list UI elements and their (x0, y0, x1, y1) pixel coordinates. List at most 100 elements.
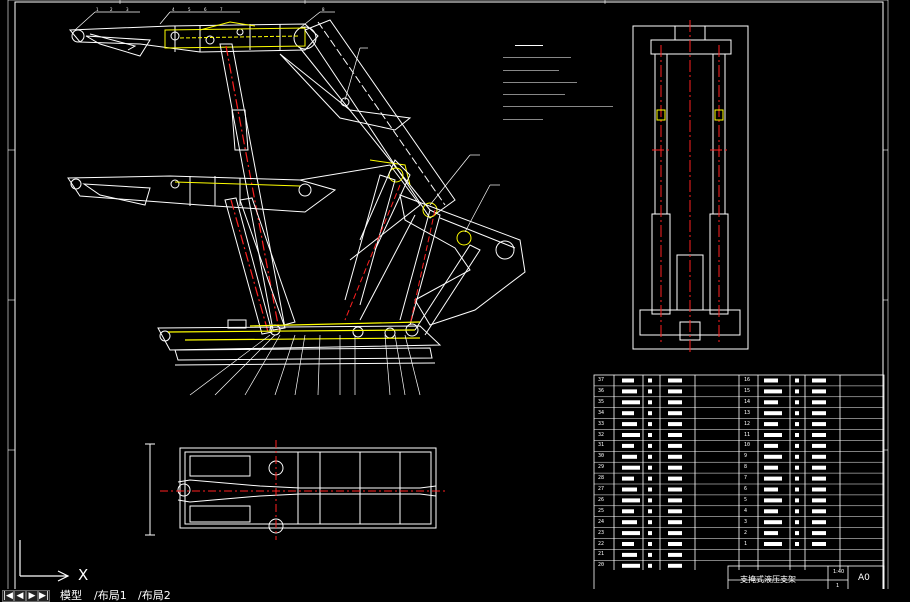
bom-cell-glyph (795, 454, 799, 459)
bom-cell-glyph (764, 509, 778, 514)
bom-cell-glyph (622, 509, 634, 514)
first-tab-icon[interactable]: |◀ (2, 590, 14, 602)
bom-cell-glyph (648, 422, 652, 427)
bom-item-number: 27 (598, 486, 605, 492)
balloon-6: 6 (204, 7, 207, 12)
bom-item-number: 37 (598, 377, 605, 383)
bom-item-number: 31 (598, 442, 605, 449)
bom-cell-glyph (622, 552, 637, 557)
bom-cell-glyph (648, 563, 652, 568)
bom-item-number: 8 (744, 464, 748, 471)
bom-cell-glyph (668, 465, 682, 470)
bom-cell-glyph (764, 422, 778, 427)
bom-cell-glyph (764, 476, 782, 481)
bom-item-number: 11 (744, 431, 751, 438)
bom-cell-glyph (764, 542, 782, 546)
bom-cell-glyph (795, 476, 799, 481)
bom-item-number: 5 (744, 496, 748, 503)
bom-item-number: 16 (744, 377, 751, 383)
bom-cell-glyph (668, 531, 682, 536)
bom-cell-glyph (795, 411, 799, 416)
bom-item-number: 13 (744, 409, 751, 416)
prev-tab-icon[interactable]: ◀ (14, 590, 26, 602)
bom-cell-glyph (812, 433, 826, 437)
bom-cell-glyph (648, 498, 652, 503)
bom-cell-glyph (622, 498, 640, 503)
bom-cell-glyph (764, 454, 782, 459)
bom-item-number: 22 (598, 540, 605, 547)
bom-cell-glyph (622, 465, 640, 470)
bom-cell-glyph (812, 389, 826, 394)
sheet-number: 1 (836, 583, 840, 589)
bom-cell-glyph (812, 443, 826, 448)
ucs-x-label: X (78, 566, 89, 584)
bom-cell-glyph (648, 542, 652, 546)
bom-item-number: 14 (744, 398, 751, 405)
bom-cell-glyph (812, 378, 826, 383)
tab-layout1[interactable]: /布局1 (94, 589, 127, 602)
bom-cell-glyph (764, 443, 778, 448)
plan-view (145, 443, 437, 536)
bom-cell-glyph (648, 476, 652, 481)
bom-item-number: 33 (598, 420, 605, 427)
bom-item-number: 36 (598, 387, 605, 394)
bom-cell-glyph (648, 411, 652, 416)
bom-cell-glyph (795, 389, 799, 394)
bom-cell-glyph (668, 563, 682, 568)
bom-cell-glyph (622, 454, 637, 459)
bom-cell-glyph (622, 422, 637, 427)
bom-cell-glyph (668, 422, 682, 427)
bom-item-number: 30 (598, 453, 605, 460)
bom-cell-glyph (622, 389, 637, 394)
bom-cell-glyph (648, 531, 652, 536)
balloon-8: 8 (322, 7, 325, 12)
bom-item-number: 15 (744, 387, 751, 394)
bom-item-number: 6 (744, 486, 748, 492)
bom-cell-glyph (795, 487, 799, 492)
bom-item-number: 12 (744, 420, 751, 427)
balloon-1: 1 (96, 7, 99, 12)
bom-item-number: 26 (598, 496, 605, 503)
technical-notes (503, 44, 613, 125)
bom-item-number: 35 (598, 398, 605, 405)
bom-cell-glyph (648, 509, 652, 514)
bom-cell-glyph (812, 400, 826, 405)
bom-item-number: 23 (598, 529, 605, 536)
bom-cell-glyph (648, 400, 652, 405)
sheet-size: A0 (858, 573, 870, 583)
bom-item-number: 25 (598, 507, 605, 514)
tab-model[interactable]: 模型 (60, 589, 82, 602)
bom-cell-glyph (668, 389, 682, 394)
bom-cell-glyph (622, 378, 634, 383)
bom-cell-glyph (668, 520, 682, 525)
balloon-3: 3 (126, 7, 129, 12)
bom-cell-glyph (812, 509, 826, 514)
scale-value: 1:40 (833, 569, 845, 575)
bom-cell-glyph (812, 531, 826, 536)
bom-cell-glyph (622, 542, 634, 546)
next-tab-icon[interactable]: ▶ (26, 590, 38, 602)
bom-item-number: 1 (744, 540, 748, 547)
bom-cell-glyph (668, 443, 682, 448)
bom-cell-glyph (812, 411, 826, 416)
tab-layout2[interactable]: /布局2 (138, 589, 171, 602)
bom-cell-glyph (668, 542, 682, 546)
bom-cell-glyph (668, 487, 682, 492)
bom-cell-glyph (668, 476, 682, 481)
bom-cell-glyph (764, 400, 778, 405)
bom-cell-glyph (622, 487, 637, 492)
ucs-icon (19, 540, 70, 582)
balloon-2: 2 (110, 7, 113, 12)
bom-cell-glyph (795, 498, 799, 503)
bom-item-number: 34 (598, 409, 605, 416)
bom-cell-glyph (648, 454, 652, 459)
bom-item-number: 2 (744, 529, 748, 536)
bom-cell-glyph (795, 509, 799, 514)
bom-cell-glyph (764, 498, 782, 503)
bom-cell-glyph (812, 465, 826, 470)
bom-cell-glyph (648, 378, 652, 383)
bom-cell-glyph (812, 498, 826, 503)
bom-cell-glyph (622, 476, 634, 481)
last-tab-icon[interactable]: ▶| (38, 590, 50, 602)
